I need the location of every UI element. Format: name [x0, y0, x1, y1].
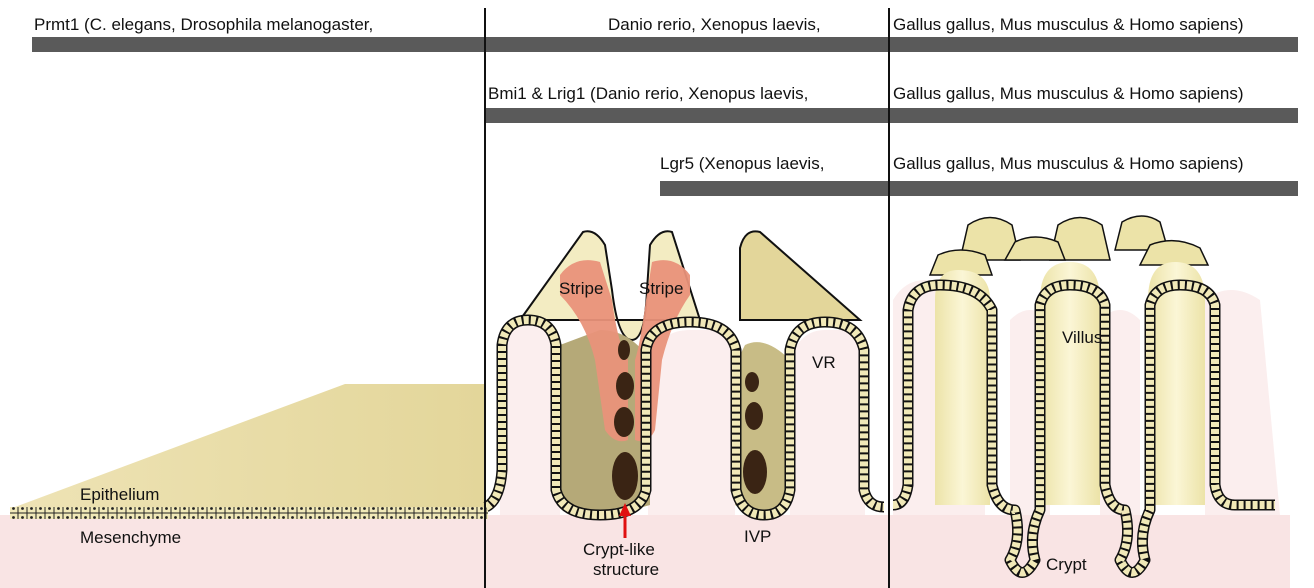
crypt-label: Crypt [1046, 555, 1087, 575]
stripe-label-left: Stripe [559, 279, 603, 299]
stage-divider-right [888, 8, 890, 588]
stripe-label-right: Stripe [639, 279, 683, 299]
crypt-like-label-line1: Crypt-like [583, 540, 655, 560]
villus-label: Villus [1062, 328, 1102, 348]
mesenchyme-label: Mesenchyme [80, 528, 181, 548]
vr-label: VR [812, 353, 836, 373]
epithelial-cell-layer-flat [10, 507, 488, 519]
epithelium-label: Epithelium [80, 485, 159, 505]
stage-divider-left [484, 8, 486, 588]
crypt-like-label-line2: structure [593, 560, 659, 580]
ivp-label: IVP [744, 527, 771, 547]
